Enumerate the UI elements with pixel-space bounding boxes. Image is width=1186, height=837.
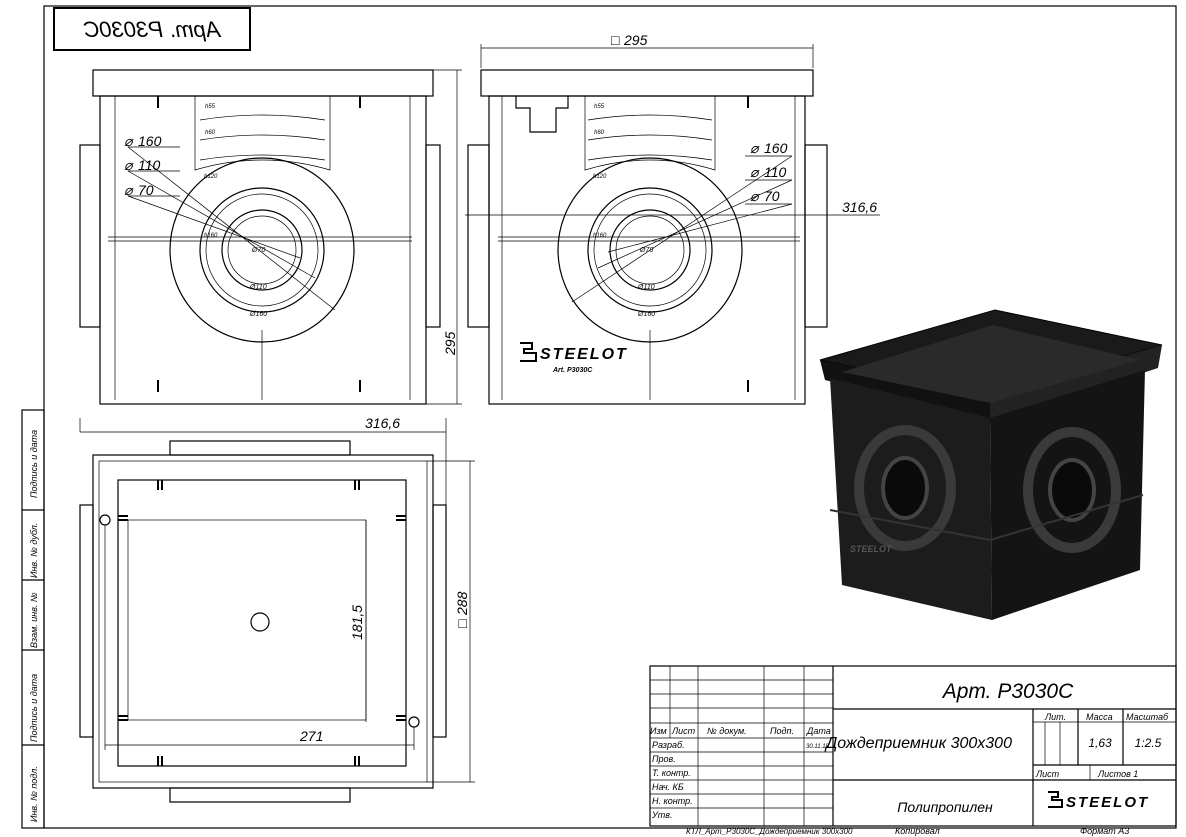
dim-front-70: 70: [138, 182, 154, 198]
front-labels: ⌀ 160 ⌀ 110 ⌀ 70 h55 h60 h120 h160 Ø70 Ø…: [124, 104, 458, 356]
svg-text:Нач. КБ: Нач. КБ: [652, 782, 684, 792]
svg-text:Инв. № дубл.: Инв. № дубл.: [29, 523, 39, 578]
dim-bolt-horizontal: 271: [299, 728, 323, 744]
dim-front-height: 295: [442, 331, 458, 356]
svg-text:h55: h55: [594, 104, 605, 110]
svg-text:Инв. № подл.: Инв. № подл.: [29, 766, 39, 822]
front-view: [79, 69, 462, 432]
svg-text:⌀: ⌀: [750, 164, 760, 180]
svg-text:Лист: Лист: [671, 726, 696, 736]
iso-view: STEELOT: [819, 309, 1163, 620]
svg-text:Ø160: Ø160: [249, 311, 267, 318]
title-block-text: Арт. Р3030С Дождеприемник 300х300 Полипр…: [650, 680, 1169, 820]
dim-side-110: 110: [764, 164, 787, 180]
svg-text:Дата: Дата: [806, 726, 831, 736]
svg-text:⌀: ⌀: [124, 182, 134, 198]
svg-text:h120: h120: [204, 174, 218, 180]
left-margin-labels: Подпись и дата Инв. № дубл. Взам. инв. №…: [29, 430, 39, 822]
svg-text:Пров.: Пров.: [652, 754, 676, 764]
side-logo-text: STEELOT: [540, 346, 628, 363]
side-logo-art: Art. P3030C: [552, 367, 593, 374]
dim-side-160: 160: [764, 140, 788, 156]
svg-text:Подп.: Подп.: [770, 726, 794, 736]
svg-text:Изм: Изм: [650, 726, 667, 736]
title-article: Арт. Р3030С: [941, 680, 1074, 703]
title-logo-icon: [1048, 791, 1063, 808]
title-scale: 1:2.5: [1135, 736, 1162, 750]
title-name: Дождеприемник 300х300: [824, 735, 1012, 752]
svg-text:Взам. инв. №: Взам. инв. №: [29, 592, 39, 648]
svg-text:h55: h55: [205, 104, 216, 110]
side-labels: □ 295 ⌀ 160 ⌀ 110 ⌀ 70 316,6 h55 h60 h12…: [520, 32, 877, 374]
svg-text:⌀: ⌀: [750, 188, 760, 204]
svg-text:□: □: [611, 32, 620, 48]
svg-text:h60: h60: [594, 130, 605, 136]
article-stamp-box: [53, 7, 251, 51]
svg-text:h160: h160: [593, 233, 607, 239]
left-margin-strip: [21, 409, 45, 829]
svg-text:30.11.18: 30.11.18: [806, 744, 830, 750]
dim-side-70: 70: [764, 188, 780, 204]
dim-side-total: 316,6: [842, 199, 877, 215]
svg-text:⌀: ⌀: [124, 133, 134, 149]
iso-logo-text: STEELOT: [850, 544, 893, 554]
svg-text:Подпись и дата: Подпись и дата: [29, 674, 39, 742]
top-view: [79, 418, 475, 803]
title-mass: 1,63: [1088, 736, 1112, 750]
svg-text:Ø110: Ø110: [249, 284, 267, 291]
footer-format: Формат А3: [1080, 826, 1129, 836]
svg-text:Листов 1: Листов 1: [1097, 769, 1138, 779]
svg-text:Н. контр.: Н. контр.: [652, 796, 693, 806]
dim-front-160: 160: [138, 133, 162, 149]
svg-text:Ø110: Ø110: [637, 284, 655, 291]
svg-text:□: □: [454, 619, 470, 628]
svg-text:Масса: Масса: [1086, 712, 1113, 722]
svg-text:Лист: Лист: [1035, 769, 1060, 779]
top-labels: 316,6 □ 288 181,5 271: [299, 415, 470, 744]
svg-text:⌀: ⌀: [750, 140, 760, 156]
title-logo-text: STEELOT: [1066, 794, 1149, 811]
svg-text:⌀: ⌀: [124, 157, 134, 173]
footer-copied: Копировал: [895, 826, 940, 836]
svg-text:Т. контр.: Т. контр.: [652, 768, 691, 778]
svg-text:h120: h120: [593, 174, 607, 180]
svg-text:Разраб.: Разраб.: [652, 740, 685, 750]
article-stamp-text: Арт. Р3030С: [84, 17, 223, 42]
title-material: Полипропилен: [897, 799, 993, 815]
svg-text:№ докум.: № докум.: [707, 726, 747, 736]
svg-text:Ø70: Ø70: [639, 247, 653, 254]
title-block: [649, 665, 1177, 827]
dim-bolt-vertical: 181,5: [349, 605, 365, 640]
footer-file: КТЛ_Арт_Р3030С_Дождеприемник 300х300: [686, 827, 853, 836]
svg-text:Масштаб: Масштаб: [1126, 712, 1169, 722]
dim-top-width: 316,6: [365, 415, 400, 431]
dim-front-110: 110: [138, 157, 161, 173]
svg-text:Подпись и дата: Подпись и дата: [29, 430, 39, 498]
side-view: [465, 44, 880, 405]
dim-top-height: 288: [454, 591, 470, 616]
svg-text:Ø160: Ø160: [637, 311, 655, 318]
svg-text:h60: h60: [205, 130, 216, 136]
svg-text:Утв.: Утв.: [651, 810, 672, 820]
svg-text:Ø70: Ø70: [251, 247, 265, 254]
steelot-logo-icon: [520, 342, 537, 362]
svg-text:Лит.: Лит.: [1044, 712, 1066, 722]
svg-text:h160: h160: [204, 233, 218, 239]
dim-side-width: 295: [623, 32, 648, 48]
